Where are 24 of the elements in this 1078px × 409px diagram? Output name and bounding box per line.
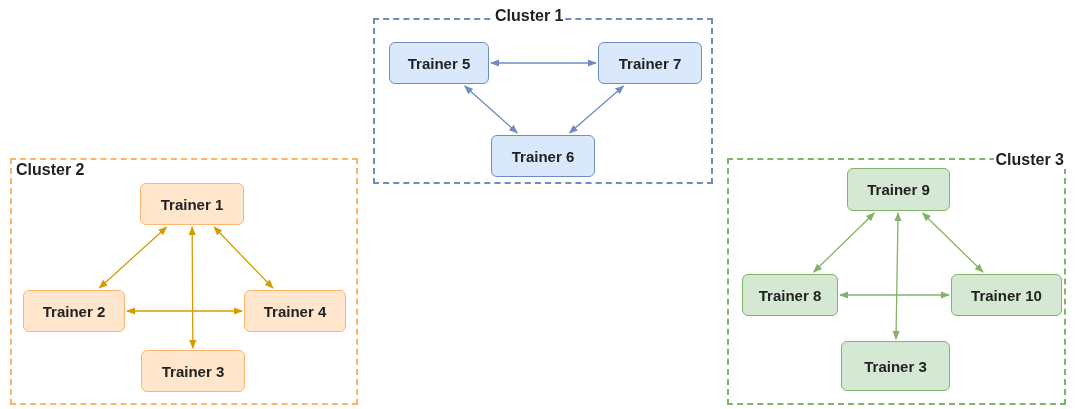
- trainer-box: Trainer 4: [244, 290, 346, 332]
- double-arrow: [568, 85, 625, 134]
- trainer-box: Trainer 5: [389, 42, 489, 84]
- trainer-box: Trainer 10: [951, 274, 1062, 316]
- double-arrow: [490, 59, 597, 67]
- cluster-title: Cluster 3: [993, 151, 1066, 169]
- trainer-box: Trainer 1: [140, 183, 244, 225]
- trainer-box: Trainer 3: [141, 350, 245, 392]
- trainer-box: Trainer 6: [491, 135, 595, 177]
- trainer-box: Trainer 7: [598, 42, 702, 84]
- cluster-frame: [10, 158, 358, 405]
- double-arrow: [464, 85, 518, 134]
- trainer-box: Trainer 8: [742, 274, 838, 316]
- trainer-box: Trainer 2: [23, 290, 125, 332]
- double-arrow: [892, 212, 902, 340]
- double-arrow: [188, 226, 197, 349]
- trainer-box: Trainer 3: [841, 341, 950, 391]
- double-arrow: [126, 307, 243, 315]
- double-arrow: [839, 291, 950, 299]
- double-arrow: [213, 226, 274, 289]
- trainer-box: Trainer 9: [847, 168, 950, 211]
- double-arrow: [98, 226, 168, 289]
- double-arrow: [813, 212, 875, 273]
- double-arrow: [921, 212, 984, 273]
